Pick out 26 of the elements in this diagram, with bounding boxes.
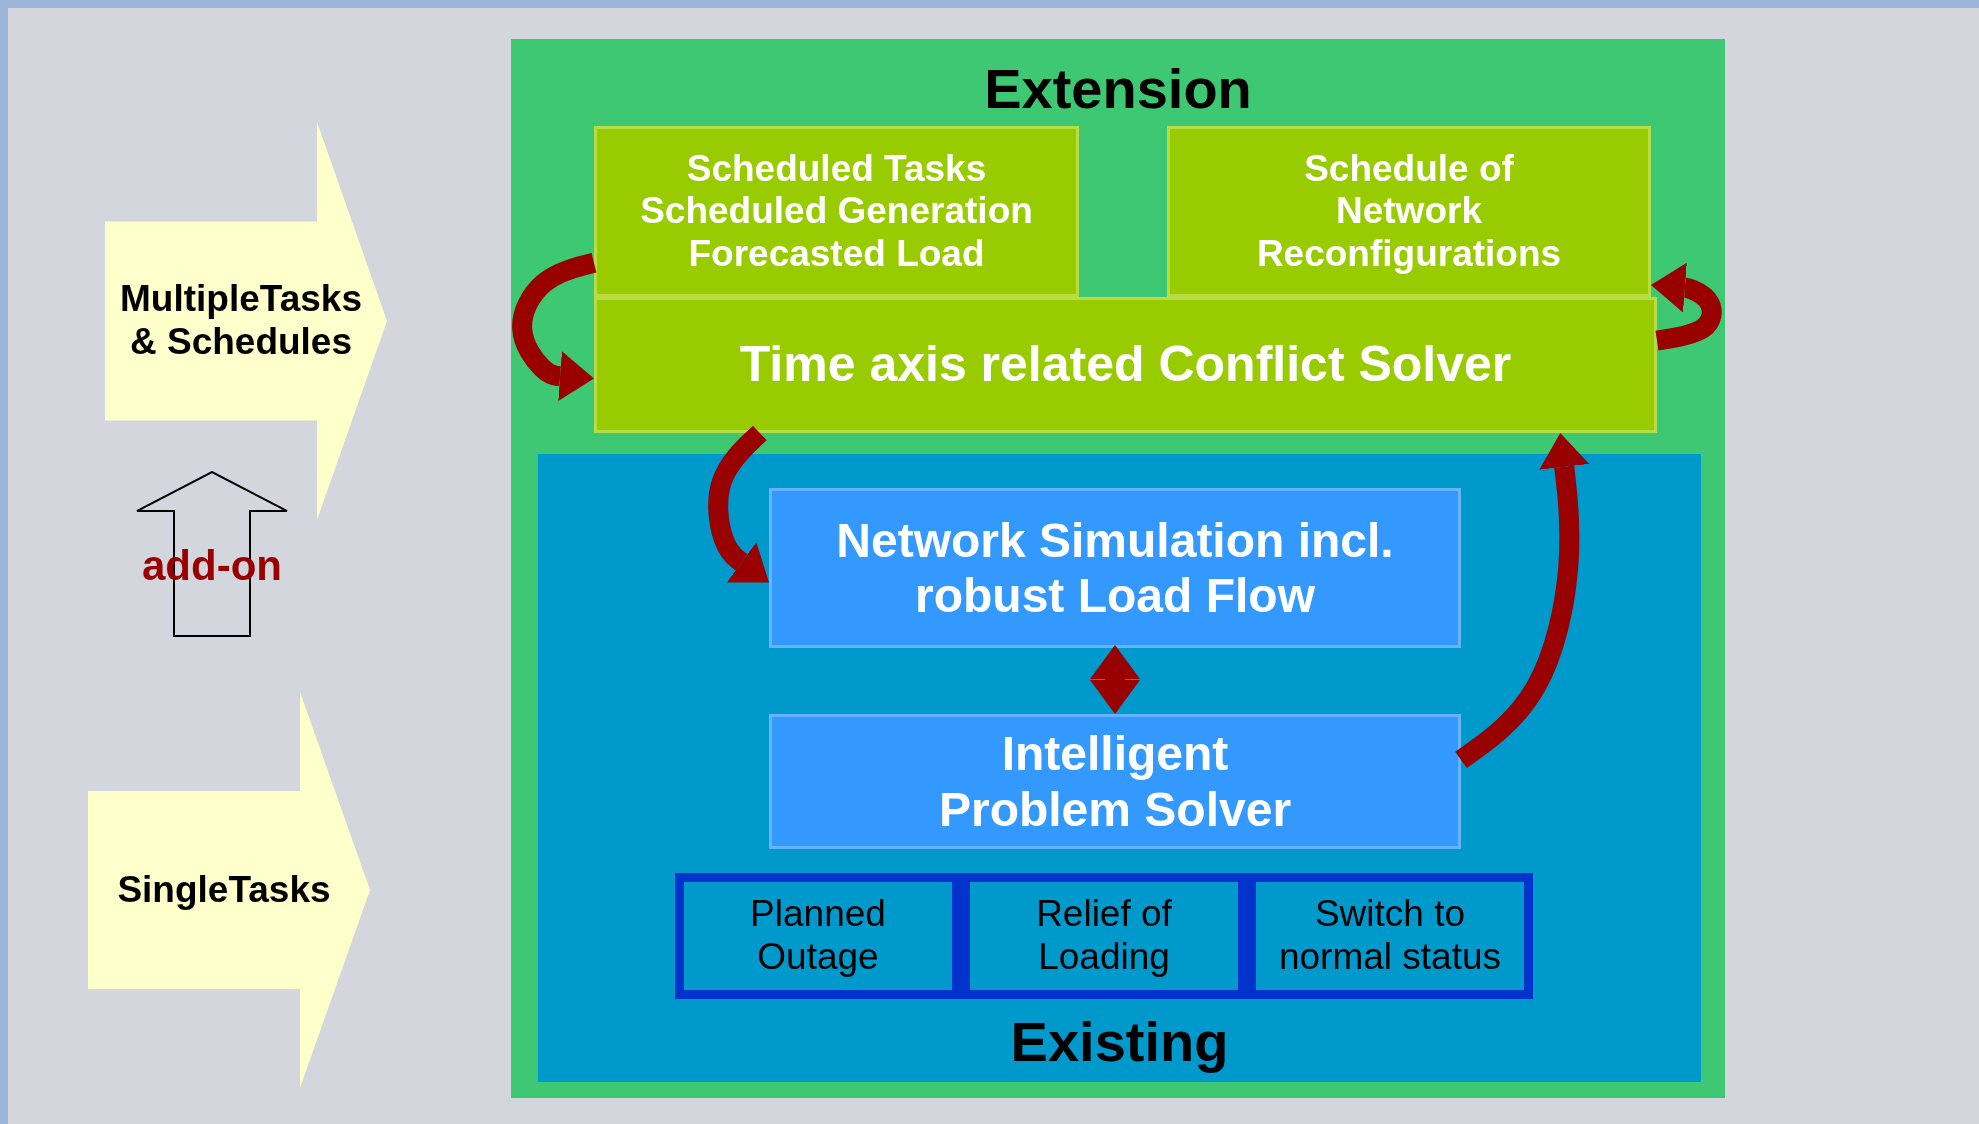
box-label: Planned Outage bbox=[749, 893, 887, 979]
box-label: Schedule of Network Reconfigurations bbox=[1255, 147, 1563, 276]
task-box bbox=[1167, 126, 1651, 297]
curved-arrow bbox=[1455, 433, 1589, 769]
box-label: Time axis related Conflict Solver bbox=[739, 336, 1512, 394]
box-label: MultipleTasks & Schedules bbox=[119, 278, 363, 364]
box-label: Network Simulation incl. robust Load Flow bbox=[835, 512, 1395, 624]
module-box bbox=[769, 488, 1461, 648]
box-label: Switch to normal status bbox=[1277, 893, 1503, 979]
box-label: Intelligent Problem Solver bbox=[937, 726, 1293, 837]
module-box bbox=[769, 714, 1461, 849]
box-label: Scheduled Tasks bbox=[686, 147, 987, 191]
box-label: Relief of Loading bbox=[1035, 893, 1173, 979]
task-cell bbox=[675, 873, 961, 999]
double-arrow bbox=[1090, 645, 1140, 714]
task-box bbox=[594, 126, 1079, 297]
extension-panel bbox=[511, 39, 1725, 1098]
box-label: Scheduled Generation bbox=[640, 190, 1033, 233]
panel-title: Extension bbox=[984, 57, 1252, 122]
curved-arrow bbox=[1651, 262, 1722, 351]
panel-title: Existing bbox=[1010, 1009, 1229, 1074]
box-label: SingleTasks bbox=[117, 868, 331, 912]
box-label: Forecasted Load bbox=[688, 232, 985, 276]
solver-box bbox=[594, 297, 1657, 433]
existing-panel bbox=[538, 454, 1701, 1082]
task-cell bbox=[1247, 873, 1533, 999]
